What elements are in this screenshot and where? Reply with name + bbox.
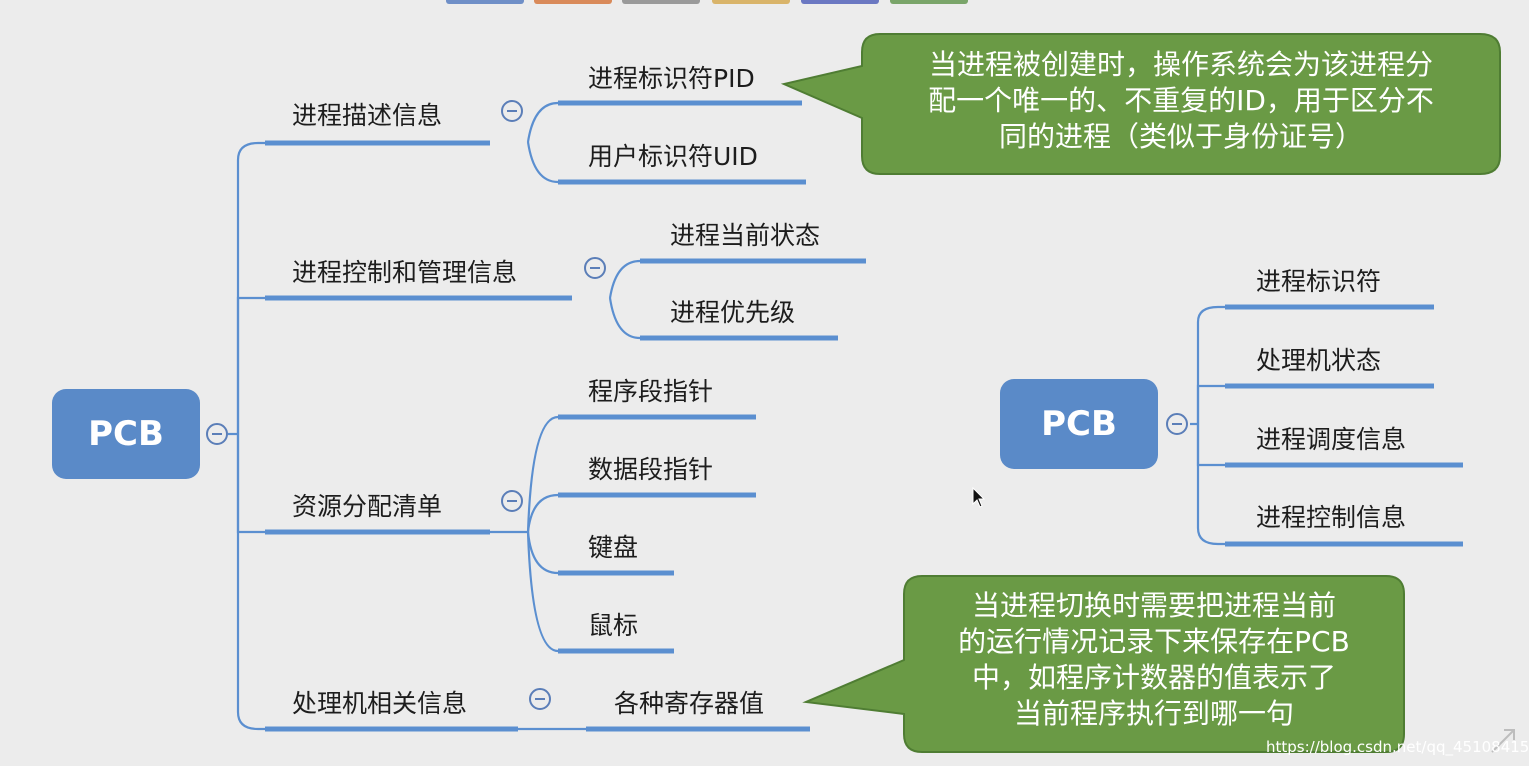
note-pid-line-1: 当进程被创建时，操作系统会为该进程分 [928,48,1433,81]
toolbar-swatch-gray[interactable] [622,0,700,4]
callout-pid-bubble [780,33,1501,175]
toolbar-swatch-orange[interactable] [534,0,612,4]
callout-register-bubble [802,575,1405,753]
branch-2-collapse-icon[interactable] [584,257,606,279]
note-pid: 当进程被创建时，操作系统会为该进程分 配一个唯一的、不重复的ID，用于区分不 同… [868,47,1494,155]
expand-corner-icon[interactable] [1488,726,1516,754]
right-child-scheduling-info[interactable]: 进程调度信息 [1256,425,1407,454]
connector-right-c1 [1196,305,1225,424]
connector-b1-c2 [526,141,559,184]
toolbar-swatch-blue[interactable] [446,0,524,4]
connector-b2-c1 [608,259,641,299]
child-data-segment-pointer[interactable]: 数据段指针 [588,455,714,484]
connector-b1-c1 [526,101,559,143]
connector-b2-c2 [608,297,641,340]
branch-4-collapse-icon[interactable] [529,688,551,710]
toolbar-swatch-indigo[interactable] [801,0,879,4]
left-root-node[interactable]: PCB [52,389,200,479]
connector-right-c4 [1196,424,1225,546]
right-root-label: PCB [1041,404,1117,444]
note-pid-line-2: 配一个唯一的、不重复的ID，用于区分不 [928,84,1434,117]
toolbar-swatch-green[interactable] [890,0,968,4]
note-register-line-4: 当前程序执行到哪一句 [1013,697,1294,730]
note-register-line-2: 的运行情况记录下来保存在PCB [958,625,1350,658]
note-pid-line-3: 同的进程（类似于身份证号） [998,120,1363,153]
right-root-node[interactable]: PCB [1000,379,1158,469]
connector-b3-c4 [526,531,559,653]
child-register-values[interactable]: 各种寄存器值 [614,689,765,718]
left-root-label: PCB [88,414,164,454]
connector-b3-c1 [490,415,559,534]
watermark-url: https://blog.csdn.net/qq_45108415 [1266,738,1529,756]
branch-3-collapse-icon[interactable] [501,490,523,512]
connector-b3-c3 [526,531,559,575]
connector-root-branch-2 [236,296,265,434]
note-register-line-1: 当进程切换时需要把进程当前 [971,589,1336,622]
child-keyboard[interactable]: 键盘 [588,533,639,562]
child-code-segment-pointer[interactable]: 程序段指针 [588,377,714,406]
connector-root-branch-4 [236,434,265,731]
right-child-control-info[interactable]: 进程控制信息 [1256,503,1407,532]
branch-process-description[interactable]: 进程描述信息 [292,101,443,130]
branch-resource-list[interactable]: 资源分配清单 [292,492,443,521]
branch-1-collapse-icon[interactable] [501,100,523,122]
connector-right-c2 [1196,384,1225,424]
child-uid[interactable]: 用户标识符UID [588,142,758,171]
connector-root-branch-1 [236,141,265,434]
right-child-process-id[interactable]: 进程标识符 [1256,267,1382,296]
child-mouse[interactable]: 鼠标 [588,611,639,640]
connector-b3-c2 [526,493,559,533]
note-register-line-3: 中，如程序计数器的值表示了 [971,661,1336,694]
connector-right-c3 [1196,424,1225,467]
branch-process-control[interactable]: 进程控制和管理信息 [292,258,518,287]
child-current-state[interactable]: 进程当前状态 [670,221,821,250]
left-root-collapse-icon[interactable] [206,423,228,445]
right-root-collapse-icon[interactable] [1166,413,1188,435]
note-register: 当进程切换时需要把进程当前 的运行情况记录下来保存在PCB 中，如程序计数器的值… [910,588,1398,732]
branch-processor-info[interactable]: 处理机相关信息 [292,689,468,718]
child-priority[interactable]: 进程优先级 [670,298,796,327]
connector-root-branch-3 [236,434,265,534]
right-child-processor-state[interactable]: 处理机状态 [1256,346,1382,375]
toolbar-swatch-yellow[interactable] [712,0,790,4]
mouse-cursor-icon [972,486,986,508]
child-pid[interactable]: 进程标识符PID [588,64,755,93]
